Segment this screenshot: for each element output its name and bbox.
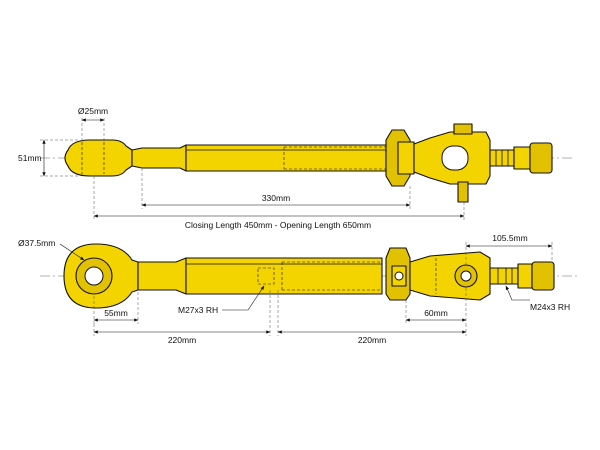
dim-tube-length-label: 330mm: [262, 193, 290, 203]
top-neck: [131, 144, 187, 172]
top-link-plan-view: Ø37.5mm 55mm M27x3 RH 60mm M24x3 RH 105.…: [18, 233, 578, 345]
top-pin-head: [453, 123, 473, 135]
dim-eye-diameter-leader: [59, 243, 85, 261]
top-end-nut: [529, 142, 553, 174]
dim-left-thread-label: M27x3 RH: [178, 305, 218, 315]
top-pin-shank: [457, 181, 469, 203]
dim-overall-length-label: Closing Length 450mm - Opening Length 65…: [185, 220, 371, 230]
bottom-handle-hole: [394, 271, 404, 281]
dim-right-section-label: 220mm: [358, 335, 386, 345]
top-thread-lines: [495, 150, 509, 166]
dim-m24-leader: [505, 285, 530, 301]
bottom-pin-hole: [460, 270, 472, 282]
dim-overall-label-bg: [180, 219, 376, 230]
top-tube: [185, 144, 387, 172]
top-clevis-slot: [441, 145, 469, 171]
top-link-side-view: Ø25mm 51mm 330mm Closing Length 450mm - …: [18, 106, 575, 230]
bottom-lock-nut: [517, 263, 533, 289]
dim-eye-diameter-label: Ø37.5mm: [18, 238, 55, 248]
dim-ball-diameter-label: Ø25mm: [78, 106, 108, 116]
bottom-thread: [489, 267, 519, 285]
dim-right-thread-label: M24x3 RH: [530, 302, 570, 312]
dim-clevis-offset-label: 60mm: [424, 308, 448, 318]
bottom-ball-hole: [84, 266, 104, 286]
bottom-clevis: [409, 251, 491, 301]
dim-m27-leader: [222, 285, 265, 311]
bottom-end-nut: [531, 261, 555, 291]
dim-ball-end-label: 55mm: [104, 308, 128, 318]
dim-right-end-label: 105.5mm: [492, 233, 527, 243]
top-ball-end: [64, 139, 133, 177]
bottom-tube-hidden-1: [257, 267, 275, 285]
bottom-tube: [185, 257, 383, 295]
bottom-neck: [137, 257, 187, 295]
top-lock-nut: [513, 146, 531, 170]
bottom-thread-lines: [497, 268, 513, 284]
top-collar: [397, 141, 415, 175]
dim-left-section-label: 220mm: [168, 335, 196, 345]
dim-end-height-label: 51mm: [18, 153, 42, 163]
